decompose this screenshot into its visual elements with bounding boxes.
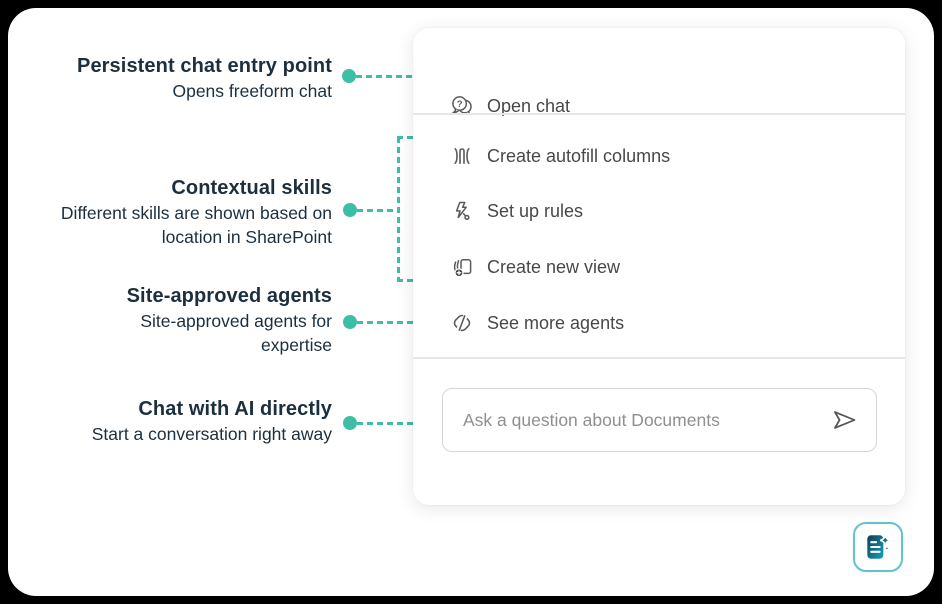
- ai-notes-icon: [867, 534, 891, 559]
- menu-item-label: See more agents: [487, 312, 625, 333]
- connector-line: [357, 320, 413, 324]
- menu-item-open-chat[interactable]: ? Open chat: [450, 88, 570, 124]
- connector-bracket-top: [397, 136, 413, 139]
- send-button[interactable]: [830, 406, 858, 434]
- connector-dot: [342, 69, 356, 83]
- menu-item-label: Create autofill columns: [487, 145, 671, 166]
- ai-notes-button[interactable]: [853, 522, 903, 572]
- menu-item-set-up-rules[interactable]: Set up rules: [450, 193, 583, 229]
- new-view-stack-icon: [450, 255, 474, 279]
- menu-item-label: Open chat: [487, 95, 571, 116]
- chat-question-input[interactable]: [463, 409, 830, 431]
- annotation-description: Different skills are shown based on loca…: [60, 203, 332, 247]
- annotation-title: Persistent chat entry point: [77, 55, 332, 77]
- connector-line: [356, 74, 413, 78]
- connector-dot: [343, 203, 357, 217]
- autofill-columns-icon: [450, 144, 474, 168]
- svg-text:?: ?: [457, 99, 463, 110]
- connector-bracket: [397, 137, 400, 282]
- chat-input-container: [442, 388, 877, 452]
- annotation-title: Contextual skills: [171, 177, 332, 199]
- menu-item-see-more-agents[interactable]: See more agents: [450, 305, 624, 341]
- agents-icon: [450, 311, 474, 335]
- menu-divider: [413, 113, 905, 115]
- connector-line: [357, 208, 398, 212]
- annotation-persistent-chat: Persistent chat entry point Opens freefo…: [2, 53, 332, 103]
- flash-rules-icon: [450, 199, 474, 223]
- annotation-description: Site-approved agents for expertise: [140, 311, 332, 355]
- annotation-contextual-skills: Contextual skills Different skills are s…: [60, 175, 332, 249]
- annotation-description: Opens freeform chat: [172, 81, 332, 101]
- send-icon: [834, 411, 856, 429]
- annotation-description: Start a conversation right away: [91, 424, 332, 444]
- menu-item-create-new-view[interactable]: Create new view: [450, 249, 620, 285]
- menu-item-create-autofill-columns[interactable]: Create autofill columns: [450, 138, 670, 174]
- annotation-site-approved-agents: Site-approved agents Site-approved agent…: [97, 283, 332, 357]
- connector-line: [357, 421, 413, 425]
- copilot-menu-panel: ? Open chat Create autofill columns: [413, 28, 905, 505]
- connector-bracket-bottom: [397, 279, 413, 282]
- connector-dot: [343, 315, 357, 329]
- menu-item-label: Set up rules: [487, 200, 584, 221]
- annotation-chat-with-ai: Chat with AI directly Start a conversati…: [2, 396, 332, 446]
- annotation-title: Site-approved agents: [126, 285, 332, 307]
- annotation-title: Chat with AI directly: [138, 398, 332, 420]
- menu-item-label: Create new view: [487, 256, 621, 277]
- connector-dot: [343, 416, 357, 430]
- menu-divider: [413, 357, 905, 359]
